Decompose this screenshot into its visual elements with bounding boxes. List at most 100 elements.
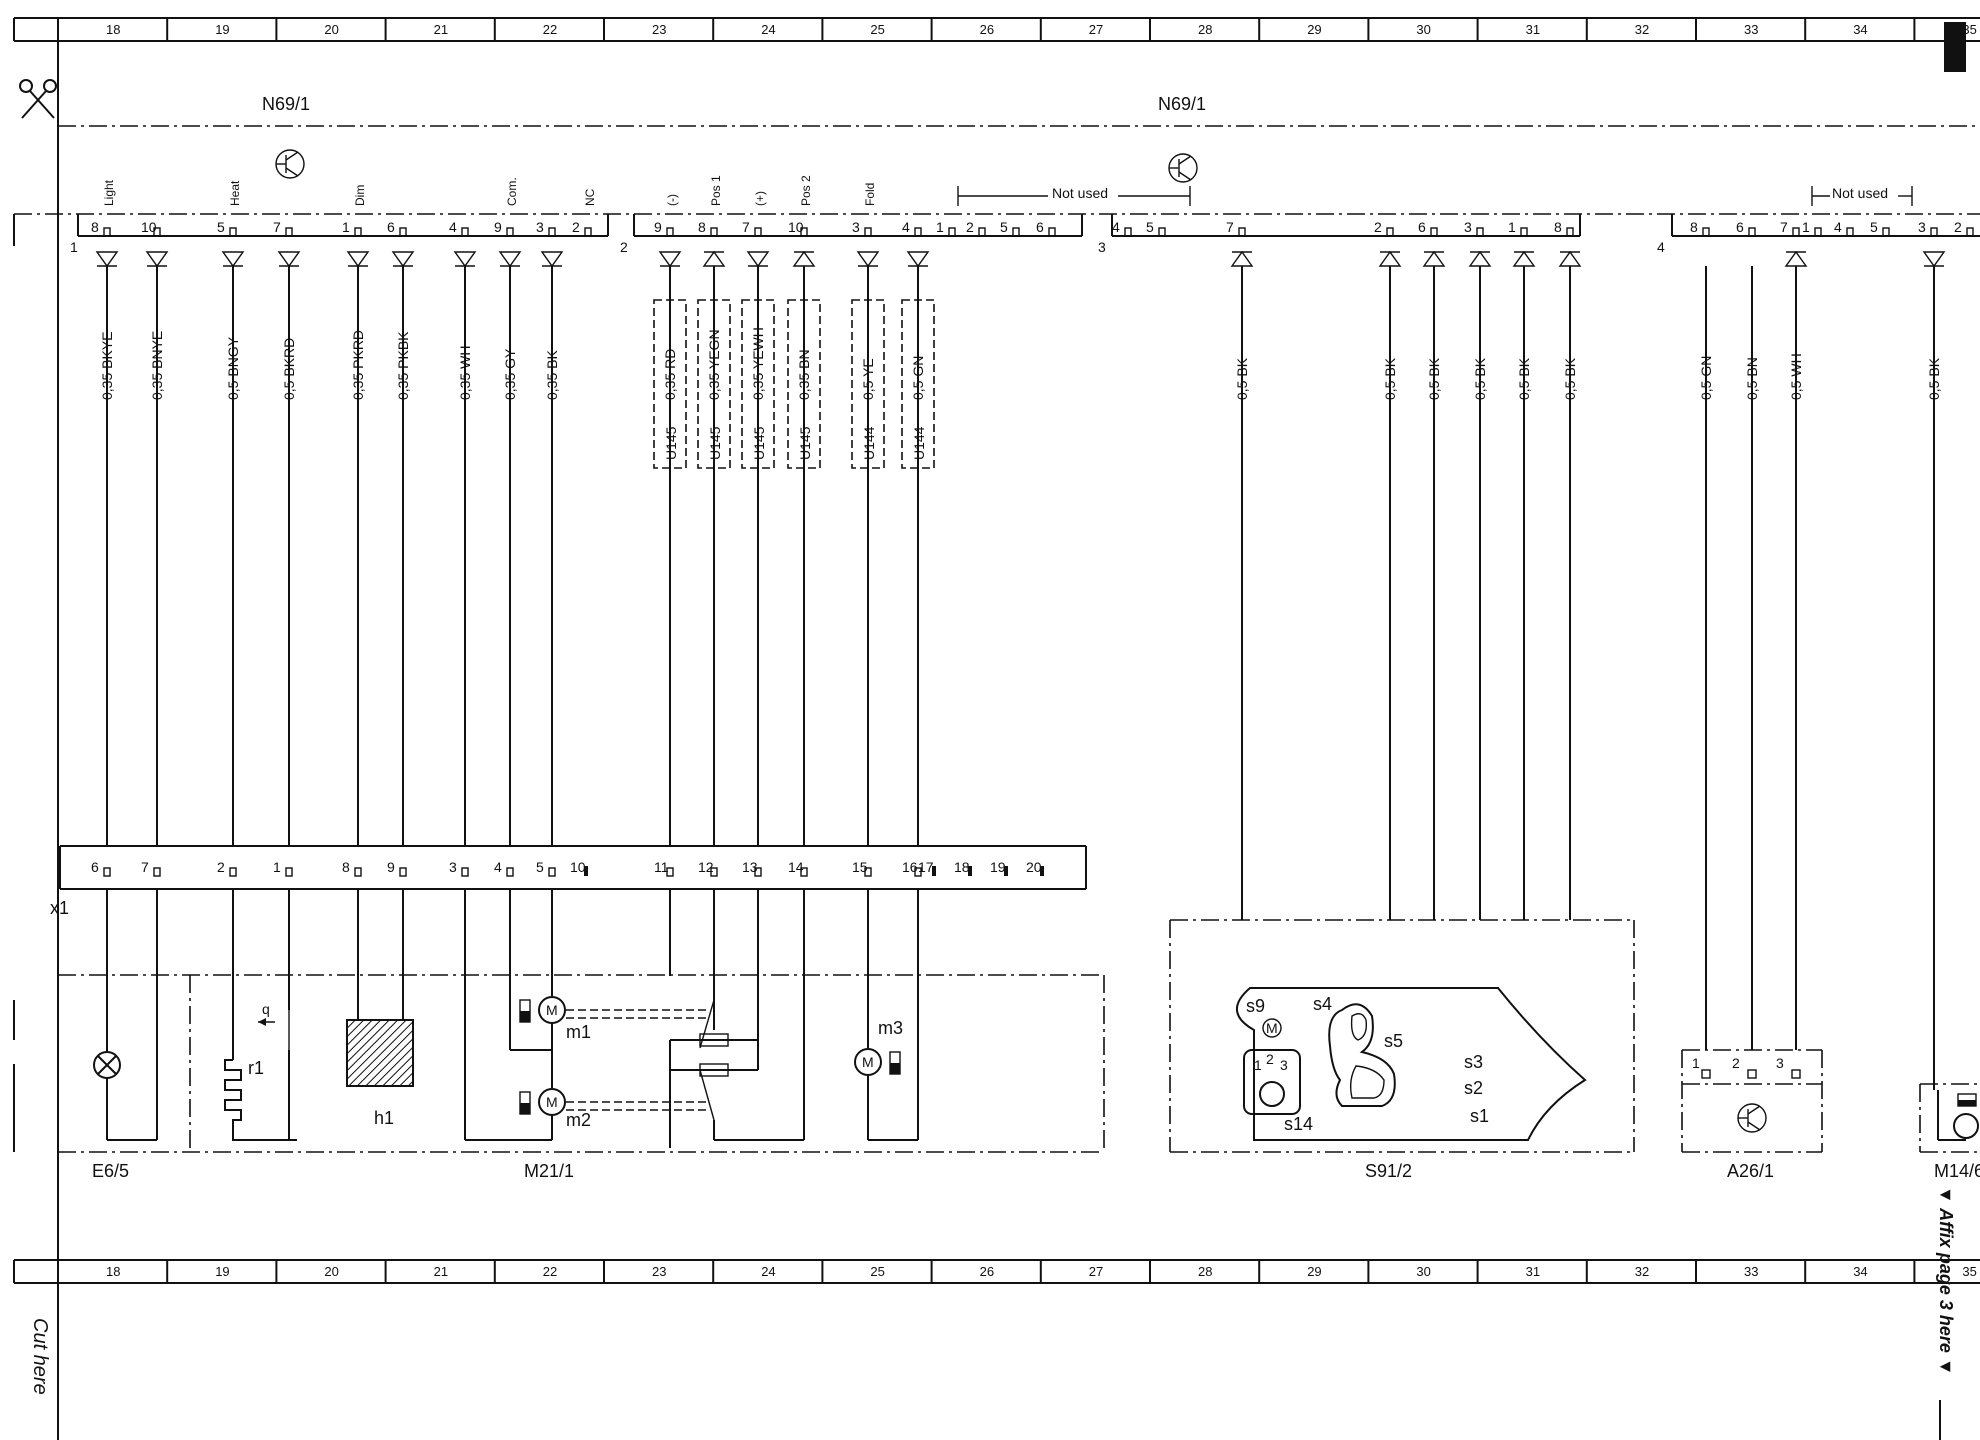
connector-1-pin-number: 2 xyxy=(572,219,580,235)
wire-spec-label: 0,5 BNGY xyxy=(225,336,241,400)
connector-3-pin-number: 6 xyxy=(1418,219,1426,235)
connector-3-pin-number: 4 xyxy=(1112,219,1120,235)
wire-spec-label: 0,5 WH xyxy=(1788,353,1804,400)
zone-number: 23 xyxy=(652,1264,666,1279)
zone-number: 35 xyxy=(1962,22,1976,37)
zone-number: 22 xyxy=(543,22,557,37)
connector-1-pin-number: 6 xyxy=(387,219,395,235)
zone-number: 18 xyxy=(106,22,120,37)
x1-unused-pin-number: 10 xyxy=(570,859,586,875)
connector-2-pin xyxy=(666,227,674,237)
x1-unused-pin-stub xyxy=(1004,866,1008,876)
zone-number: 33 xyxy=(1744,22,1758,37)
zone-number: 26 xyxy=(980,22,994,37)
x1-pin-number: 14 xyxy=(788,859,804,875)
connector-1-pin-number: 7 xyxy=(273,219,281,235)
connector-4-pin-number: 3 xyxy=(1918,219,1926,235)
x1-pin-number: 1 xyxy=(273,859,281,875)
connector-1-pin-number: 5 xyxy=(217,219,225,235)
wire-spec-label: 0,5 BK xyxy=(1382,357,1398,400)
input-arrow-icon xyxy=(1422,250,1446,267)
x1-pin xyxy=(548,867,556,877)
output-arrow-icon xyxy=(498,251,522,268)
x1-pin xyxy=(666,867,674,877)
component-label-m21-1: M21/1 xyxy=(524,1161,574,1181)
pin-signal-label: Light xyxy=(102,179,116,206)
lamp-icon xyxy=(93,976,158,1141)
x1-pin xyxy=(153,867,161,877)
frame xyxy=(13,17,1980,1440)
connector-1-pin xyxy=(285,227,293,237)
connector-4-pin xyxy=(1882,227,1890,237)
connector-3-pin xyxy=(1124,227,1132,237)
zone-number: 29 xyxy=(1307,1264,1321,1279)
shield-sleeve xyxy=(653,299,687,469)
x1-label: x1 xyxy=(50,898,69,918)
connector-2-strip xyxy=(633,214,1083,237)
cut-here-label: Cut here xyxy=(29,1318,51,1395)
zone-number: 34 xyxy=(1853,22,1867,37)
connector-3-pin xyxy=(1238,227,1246,237)
heater-pad-h1 xyxy=(346,976,414,1087)
wire-spec-label: 0,5 GN xyxy=(910,356,926,400)
zone-number: 24 xyxy=(761,22,775,37)
pin-signal-label: Dim xyxy=(353,185,367,206)
connector-3-pin xyxy=(1566,227,1574,237)
connector-1-pin xyxy=(153,227,161,237)
connector-4-pin xyxy=(1748,227,1756,237)
pin-signal-label: (+) xyxy=(753,191,767,206)
output-arrow-icon xyxy=(453,251,477,268)
pin-signal-label: Com. xyxy=(505,177,519,206)
connector-2-pin-number: 4 xyxy=(902,219,910,235)
connector-2-id: 2 xyxy=(620,239,628,255)
component-label-a26-1: A26/1 xyxy=(1727,1161,1774,1181)
zone-number: 26 xyxy=(980,1264,994,1279)
output-arrow-icon xyxy=(277,251,301,268)
connector-2-pin-number: 9 xyxy=(654,219,662,235)
x1-pin xyxy=(506,867,514,877)
wire-spec-label: 0,35 YEWH xyxy=(750,327,766,400)
connector-2-pin xyxy=(800,227,808,237)
component-label-m1: m1 xyxy=(566,1022,591,1042)
wire-spec-label: 0,5 BK xyxy=(1234,357,1250,400)
wire-spec-label: 0,5 YE xyxy=(860,358,876,400)
shield-sleeve xyxy=(741,299,775,469)
connector-1-pin-number: 8 xyxy=(91,219,99,235)
switch-label-s4: s4 xyxy=(1313,994,1332,1014)
not-used-bracket-connector-2 xyxy=(957,186,1191,206)
connector-1-pin xyxy=(399,227,407,237)
connector-1-pin xyxy=(548,227,556,237)
component-label-s91-2: S91/2 xyxy=(1365,1161,1412,1181)
a26-1-pin-2: 2 xyxy=(1732,1055,1740,1071)
connector-2-pin xyxy=(710,227,718,237)
wire-spec-label: 0,35 BNYE xyxy=(149,331,165,400)
connector-3-strip xyxy=(1111,214,1581,237)
x1-pin-number: 13 xyxy=(742,859,758,875)
connector-1-id: 1 xyxy=(70,239,78,255)
wire-spec-label: 0,35 PKRD xyxy=(350,330,366,400)
s14-pin-2: 2 xyxy=(1266,1051,1274,1067)
zone-number: 27 xyxy=(1089,22,1103,37)
connector-2-pin-number: 10 xyxy=(788,219,804,235)
motor-m2 xyxy=(465,1088,566,1141)
connector-4-pin xyxy=(1930,227,1938,237)
output-arrow-icon xyxy=(95,251,119,268)
wire-spec-label: 0,5 BK xyxy=(1562,357,1578,400)
zone-number: 34 xyxy=(1853,1264,1867,1279)
x1-pin-number: 12 xyxy=(698,859,714,875)
s14-pin-1: 1 xyxy=(1254,1057,1262,1073)
switch-label-s3: s3 xyxy=(1464,1052,1483,1072)
x1-unused-pin-stub xyxy=(968,866,972,876)
connector-3-pin-number: 8 xyxy=(1554,219,1562,235)
zone-number: 29 xyxy=(1307,22,1321,37)
zone-number: 31 xyxy=(1526,22,1540,37)
wire-spec-label: 0,5 BKRD xyxy=(281,338,297,400)
output-arrow-icon xyxy=(1922,251,1946,268)
a26-1-pin-1: 1 xyxy=(1692,1055,1700,1071)
module-title-left: N69/1 xyxy=(262,94,310,114)
x1-pin-number: 4 xyxy=(494,859,502,875)
connector-1-pin-number: 4 xyxy=(449,219,457,235)
connector-2-pin xyxy=(864,227,872,237)
motor-m1-symbol: M xyxy=(546,1002,558,1018)
